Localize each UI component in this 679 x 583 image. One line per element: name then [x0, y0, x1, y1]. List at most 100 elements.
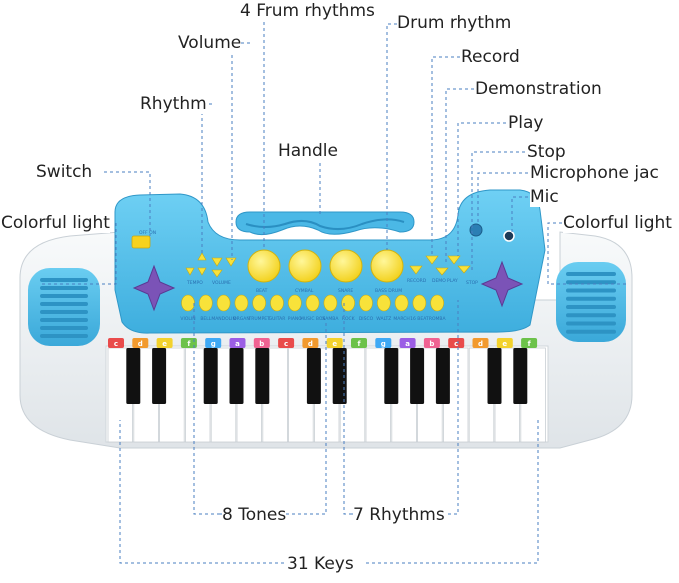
- tone-label: MANDOLIN: [211, 316, 236, 322]
- leader-line: [119, 420, 284, 564]
- speaker-slot: [40, 318, 88, 322]
- rhythm-label: WALTZ: [376, 316, 391, 322]
- key-letter: a: [235, 340, 240, 348]
- black-key[interactable]: [384, 348, 399, 404]
- leader-line: [201, 103, 212, 255]
- black-key[interactable]: [435, 348, 450, 404]
- key-letter-tab: [229, 338, 246, 348]
- black-key[interactable]: [126, 348, 141, 404]
- black-key[interactable]: [487, 348, 502, 404]
- rhythm-label: SAMBA: [322, 316, 339, 322]
- key-letter: d: [138, 340, 143, 348]
- key-letter-tab: [351, 338, 367, 348]
- tone-button[interactable]: [216, 294, 231, 312]
- tone-button[interactable]: [199, 294, 213, 312]
- key-letter: c: [454, 340, 458, 348]
- callout-colorful-light-right: Colorful light: [563, 213, 672, 233]
- key-letter-tab: [326, 338, 343, 348]
- black-key[interactable]: [152, 348, 167, 404]
- stop-button[interactable]: STOP: [466, 280, 478, 286]
- tone-button[interactable]: [270, 294, 284, 312]
- rhythm-button[interactable]: [323, 294, 338, 312]
- rhythm-label: MARCH: [393, 316, 409, 322]
- callout-volume: Volume: [178, 33, 242, 53]
- rhythm-button[interactable]: [430, 294, 445, 312]
- tone-label: GUITAR: [269, 316, 286, 322]
- star-button-right[interactable]: [480, 260, 524, 308]
- key-letter-tab: [375, 338, 392, 348]
- tone-button[interactable]: [181, 294, 195, 312]
- drum-pad-bass-drum[interactable]: [370, 249, 404, 283]
- speaker-slot: [40, 334, 88, 338]
- speaker-slot: [566, 305, 616, 309]
- black-key[interactable]: [513, 348, 528, 404]
- microphone-jack[interactable]: [469, 223, 483, 237]
- play-button[interactable]: PLAY: [447, 255, 471, 284]
- leader-line: [457, 122, 506, 256]
- leader-line: [343, 300, 352, 515]
- leader-line: [471, 151, 525, 272]
- tone-button[interactable]: [234, 294, 249, 312]
- callout-drum-rhythm: Drum rhythm: [397, 13, 512, 33]
- speaker-slot: [566, 329, 616, 334]
- rhythm-button[interactable]: [359, 294, 373, 312]
- black-key[interactable]: [255, 348, 270, 404]
- key-letter-tab: [399, 338, 416, 348]
- star-button-left[interactable]: [132, 264, 176, 312]
- callout-play: Play: [508, 113, 544, 133]
- tone-button[interactable]: [305, 294, 320, 312]
- tempo-buttons[interactable]: TEMPO: [185, 252, 207, 286]
- speaker-left-light: [28, 268, 100, 346]
- demo-label: DEMO: [432, 278, 446, 284]
- key-letter-tab: [180, 338, 197, 348]
- key-letter-tab: [521, 338, 538, 348]
- key-letter: e: [502, 340, 507, 348]
- power-switch[interactable]: OFF ON: [131, 230, 156, 249]
- speaker-slot: [40, 294, 88, 298]
- record-label: RECORD: [407, 278, 427, 284]
- callout-keys: 31 Keys: [287, 554, 354, 574]
- tone-button[interactable]: [287, 294, 302, 312]
- key-letter-tab: [423, 338, 440, 348]
- leader-line: [40, 223, 117, 285]
- black-key[interactable]: [203, 348, 218, 404]
- speaker-slot: [40, 326, 88, 330]
- drum-label-beat: BEAT: [256, 288, 268, 294]
- key-letter-tab: [496, 338, 513, 348]
- black-key[interactable]: [229, 348, 244, 404]
- black-key[interactable]: [332, 348, 347, 404]
- black-key[interactable]: [306, 348, 321, 404]
- drum-pad-beat[interactable]: [247, 249, 281, 283]
- key-letter-tab: [472, 338, 489, 348]
- callout-colorful-light-left: Colorful light: [1, 213, 110, 233]
- drum-pad-cymbal[interactable]: [288, 249, 322, 283]
- drum-pad-snare[interactable]: [329, 249, 363, 283]
- mic: [503, 230, 515, 242]
- black-key[interactable]: [410, 348, 425, 404]
- rhythm-label: 16 BEAT: [410, 316, 429, 322]
- leader-line: [352, 300, 459, 515]
- callout-handle: Handle: [278, 141, 338, 161]
- rhythm-button[interactable]: [341, 294, 356, 312]
- key-letter: c: [114, 340, 118, 348]
- key-letter-tab: [156, 338, 173, 348]
- speaker-slot: [40, 302, 88, 306]
- key-letter: d: [478, 340, 483, 348]
- rhythm-button[interactable]: [412, 294, 427, 312]
- demo-button[interactable]: DEMO: [425, 255, 449, 284]
- key-letter: e: [162, 340, 167, 348]
- key-letter: b: [259, 340, 264, 348]
- speaker-slot: [566, 288, 616, 293]
- drum-pads: BEAT CYMBAL SNARE BASS DRUM: [247, 249, 404, 294]
- callout-rhythms: 7 Rhythms: [353, 505, 445, 525]
- rhythm-button[interactable]: [394, 294, 409, 312]
- volume-buttons[interactable]: VOLUME: [211, 257, 237, 286]
- rhythm-button[interactable]: [376, 294, 391, 312]
- tone-label: VIOLIN: [180, 316, 195, 322]
- tone-button[interactable]: [252, 294, 267, 312]
- key-letter-tab: [278, 338, 295, 348]
- record-button[interactable]: RECORD: [407, 265, 427, 284]
